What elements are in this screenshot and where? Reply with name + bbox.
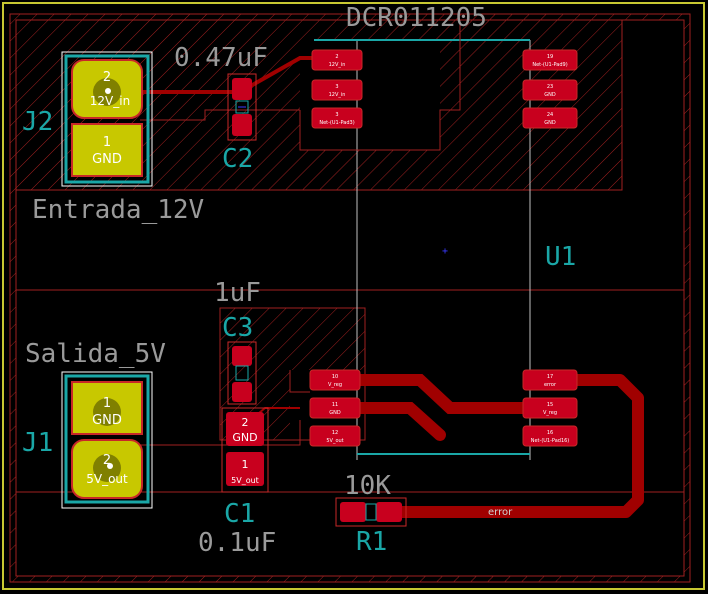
r1-ref: R1	[356, 527, 387, 557]
j2-pin1-net: GND	[92, 152, 122, 167]
r1-footprint	[335, 497, 407, 527]
j1-pin1-net: GND	[92, 413, 122, 428]
trace-error	[395, 374, 644, 518]
fab-line	[140, 420, 301, 446]
j2-connector: 2 12V_in 1 GND	[61, 51, 153, 187]
c3-ref: C3	[222, 313, 253, 343]
input-zone	[16, 20, 622, 190]
fab-line	[289, 370, 310, 393]
svg-text:17: 17	[547, 374, 553, 380]
c1-pin2-num: 2	[242, 416, 249, 429]
u1-pad-label: 12V_in	[329, 62, 346, 68]
u1-pad-label: GND	[544, 120, 556, 126]
u1-pad-label: 5V_out	[326, 438, 343, 444]
u1-ref: U1	[545, 242, 576, 272]
c1-value: 0.1uF	[198, 528, 276, 558]
u1-pads-left: 2 12V_in 3 12V_in 3 Net-(U1-Pad3) 10 V_r…	[309, 49, 363, 447]
j1-value: Salida_5V	[25, 339, 166, 369]
j1-pin2-num: 2	[103, 453, 111, 468]
j1-pin2-net: 5V_out	[86, 472, 128, 486]
r1-value: 10K	[344, 471, 391, 501]
trace-vreg	[349, 374, 536, 414]
j2-ref: J2	[22, 107, 53, 137]
u1-pad-label: GND	[544, 92, 556, 98]
svg-text:23: 23	[547, 84, 553, 90]
u1-pad-label: 12V_in	[329, 92, 346, 98]
c1-pin1-num: 1	[242, 458, 249, 471]
c2-value: 0.47uF	[174, 43, 268, 73]
c2-ref: C2	[222, 144, 253, 174]
c2-footprint	[227, 73, 257, 141]
u1-origin-marker: +	[442, 246, 448, 257]
output-zone	[220, 308, 365, 440]
svg-text:10: 10	[332, 374, 338, 380]
c3-footprint	[227, 341, 257, 405]
c3-value: 1uF	[214, 278, 261, 308]
c1-ref: C1	[224, 499, 255, 529]
u1-pad-label: GND	[329, 410, 341, 416]
c1-pin2-net: GND	[232, 431, 257, 444]
svg-text:15: 15	[547, 402, 553, 408]
u1-pad-label: V_reg	[328, 382, 342, 388]
u1-pad-label: Net-(U1-Pad3)	[319, 120, 354, 126]
u1-pad-label: V_reg	[543, 410, 557, 416]
svg-text:3: 3	[335, 84, 338, 90]
keepout-outline-outer	[9, 13, 691, 583]
j1-connector: 1 GND 2 5V_out	[61, 371, 153, 509]
fab-line	[140, 109, 300, 121]
trace-gnd	[349, 402, 446, 441]
u1-pads-right: 19 Net-(U1-Pad9) 23 GND 24 GND 17 error …	[522, 49, 578, 447]
u1-pad-label: error	[544, 382, 557, 388]
j1-pin1-num: 1	[103, 396, 111, 411]
input-zone-outline	[15, 19, 623, 191]
svg-text:11: 11	[332, 402, 338, 408]
svg-text:16: 16	[547, 430, 553, 436]
svg-text:2: 2	[335, 54, 338, 60]
c1-pin1-net: 5V_out	[231, 476, 259, 485]
j2-pin2-num: 2	[103, 70, 111, 85]
u1-value: DCR011205	[346, 3, 487, 33]
svg-text:3: 3	[335, 112, 338, 118]
c1-footprint: 2 GND 1 5V_out	[221, 407, 269, 493]
fab-line	[299, 20, 461, 151]
j2-pin1-num: 1	[103, 135, 111, 150]
svg-text:19: 19	[547, 54, 553, 60]
j2-value: Entrada_12V	[32, 195, 204, 225]
u1-pad-label: Net-(U1-Pad16)	[531, 438, 570, 444]
svg-text:24: 24	[547, 112, 553, 118]
trace-label-error: error	[488, 507, 513, 518]
svg-text:12: 12	[332, 430, 338, 436]
j2-pin2-net: 12V_in	[90, 94, 130, 108]
u1-pad-label: Net-(U1-Pad9)	[532, 62, 567, 68]
j1-ref: J1	[22, 428, 53, 458]
